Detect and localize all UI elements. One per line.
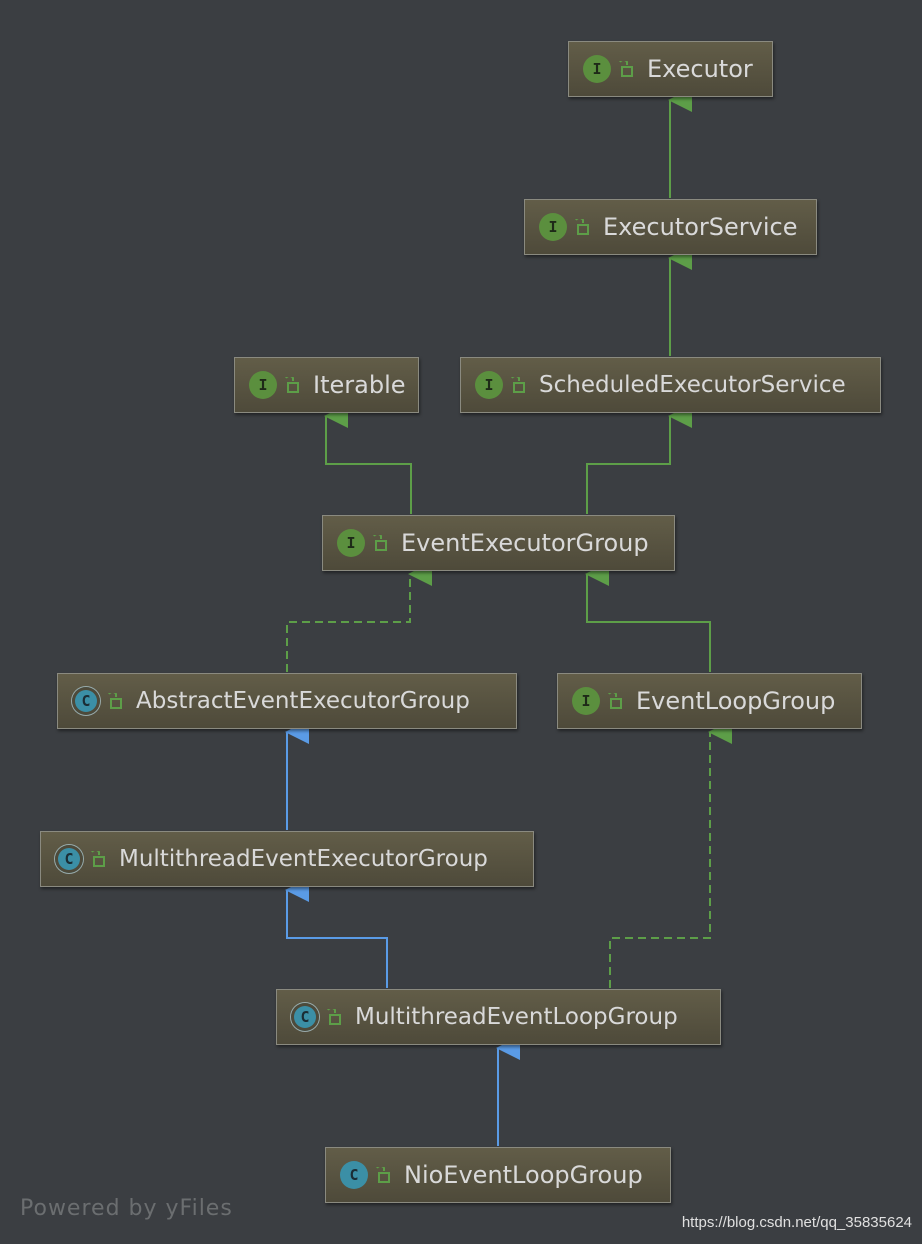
node-label: Iterable <box>313 371 406 399</box>
node-nio-event-loop-group[interactable]: C NioEventLoopGroup <box>325 1147 671 1203</box>
node-label: Executor <box>647 55 753 83</box>
node-label: EventExecutorGroup <box>401 529 649 557</box>
interface-icon: I <box>249 371 277 399</box>
node-executor[interactable]: I Executor <box>568 41 773 97</box>
node-scheduled-executor-service[interactable]: I ScheduledExecutorService <box>460 357 881 413</box>
unlocked-icon <box>575 219 589 235</box>
node-label: MultithreadEventLoopGroup <box>355 1004 678 1030</box>
edge-eventloopgroup-to-eventexecutorgroup <box>585 562 711 672</box>
class-icon: C <box>340 1161 368 1189</box>
unlocked-icon <box>108 693 122 709</box>
interface-icon: I <box>539 213 567 241</box>
interface-icon: I <box>572 687 600 715</box>
node-label: ScheduledExecutorService <box>539 372 846 398</box>
interface-icon: I <box>583 55 611 83</box>
interface-icon: I <box>337 529 365 557</box>
abstract-class-icon: C <box>72 687 100 715</box>
node-multithread-event-loop-group[interactable]: C MultithreadEventLoopGroup <box>276 989 721 1045</box>
node-label: MultithreadEventExecutorGroup <box>119 846 488 872</box>
unlocked-icon <box>373 535 387 551</box>
unlocked-icon <box>608 693 622 709</box>
unlocked-icon <box>376 1167 390 1183</box>
unlocked-icon <box>91 851 105 867</box>
watermark-url: https://blog.csdn.net/qq_35835624 <box>681 1214 912 1231</box>
node-label: ExecutorService <box>603 213 798 241</box>
node-label: NioEventLoopGroup <box>404 1161 643 1189</box>
abstract-class-icon: C <box>55 845 83 873</box>
node-iterable[interactable]: I Iterable <box>234 357 419 413</box>
unlocked-icon <box>619 61 633 77</box>
node-abstract-event-executor-group[interactable]: C AbstractEventExecutorGroup <box>57 673 517 729</box>
node-multithread-event-executor-group[interactable]: C MultithreadEventExecutorGroup <box>40 831 534 887</box>
node-event-executor-group[interactable]: I EventExecutorGroup <box>322 515 675 571</box>
unlocked-icon <box>511 377 525 393</box>
edge-multithreadloop-to-eventloopgroup <box>609 720 732 988</box>
unlocked-icon <box>285 377 299 393</box>
abstract-class-icon: C <box>291 1003 319 1031</box>
node-executor-service[interactable]: I ExecutorService <box>524 199 817 255</box>
unlocked-icon <box>327 1009 341 1025</box>
interface-icon: I <box>475 371 503 399</box>
edge-eventexecutorgroup-to-scheduled <box>586 404 692 514</box>
node-label: EventLoopGroup <box>636 687 836 715</box>
node-event-loop-group[interactable]: I EventLoopGroup <box>557 673 862 729</box>
powered-by-label: Powered by yFiles <box>20 1196 233 1221</box>
node-label: AbstractEventExecutorGroup <box>136 688 470 714</box>
edge-abstract-to-eventexecutorgroup <box>286 562 432 672</box>
edge-multithreadloop-to-multithreadexecutor <box>285 878 388 988</box>
edge-eventexecutorgroup-to-iterable <box>324 404 412 514</box>
